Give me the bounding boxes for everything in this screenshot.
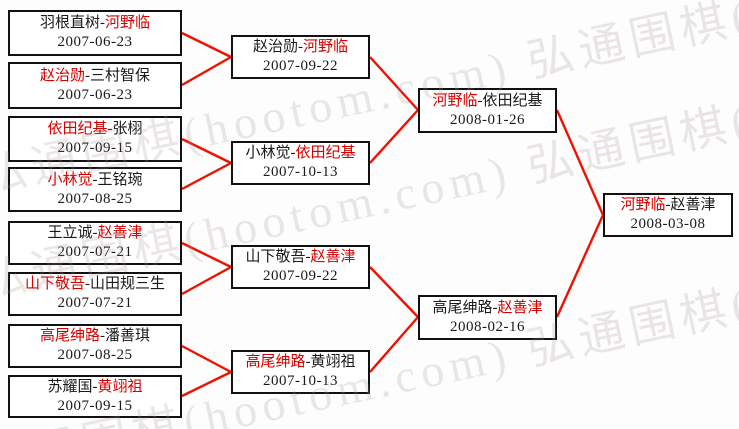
player2-name: 赵善津 [97,225,143,242]
match-box-sf-2: 高尾绅路-赵善津 2008-02-16 [418,295,557,340]
match-date: 2008-01-26 [450,111,525,128]
match-date: 2007-09-15 [57,140,133,156]
player2-name: 黄翊祖 [97,378,143,395]
player2-name: 张栩 [112,121,143,138]
match-date: 2007-09-15 [57,397,133,414]
dash: - [100,15,105,32]
match-players: 高尾绅路-黄翊祖 [245,353,355,372]
player2-name: 潘善琪 [105,328,151,345]
match-box-r1-7: 高尾绅路-潘善琪 2007-08-25 [8,324,182,368]
match-date: 2007-08-25 [57,347,133,363]
player2-name: 山田规三生 [90,276,166,293]
player2-name: 河野临 [303,39,349,56]
match-players: 羽根直树-河野临 [40,14,150,33]
match-date: 2007-08-25 [57,190,133,207]
player1-name: 小林觉 [245,145,291,162]
match-players: 赵治勋-河野临 [253,38,348,57]
dash: - [298,39,303,56]
player2-name: 三村智保 [90,67,151,84]
match-date: 2007-10-13 [263,164,338,180]
match-box-r2-3: 山下敬吾-赵善津 2007-09-22 [231,245,370,289]
match-box-r1-1: 羽根直树-河野临 2007-06-23 [8,10,182,56]
dash: - [92,171,98,188]
match-box-r2-2: 小林觉-依田纪基 2007-10-13 [231,141,370,185]
dash: - [100,328,105,345]
dash: - [305,354,311,371]
player1-name: 赵治勋 [252,39,298,56]
match-players: 苏耀国-黄翊祖 [47,378,142,397]
match-players: 高尾绅路-赵善津 [432,299,542,318]
match-box-r1-2: 赵治勋-三村智保 2007-06-23 [8,62,182,109]
match-players: 河野临-赵善津 [620,196,715,215]
dash: - [92,378,98,395]
match-box-r2-1: 赵治勋-河野临 2007-09-22 [231,35,370,79]
player2-name: 黄翊祖 [310,354,356,371]
dash: - [665,197,671,214]
player1-name: 羽根直树 [39,15,100,32]
dash: - [492,299,498,316]
match-date: 2008-03-08 [630,216,706,232]
match-players: 高尾绅路-潘善琪 [40,327,150,346]
match-box-sf-1: 河野临-依田纪基 2008-01-26 [418,88,557,133]
match-date: 2008-02-16 [450,318,525,335]
player2-name: 河野临 [105,15,151,32]
player1-name: 高尾绅路 [432,299,493,316]
player1-name: 山下敬吾 [245,249,306,266]
match-date: 2007-06-23 [57,34,133,50]
player1-name: 王立诚 [47,225,93,242]
match-players: 山下敬吾-山田规三生 [25,275,165,294]
match-players: 小林觉-依田纪基 [245,144,355,163]
match-box-r1-3: 依田纪基-张栩 2007-09-15 [8,116,182,162]
dash: - [290,145,296,162]
player1-name: 河野临 [620,197,666,214]
dash: - [477,92,483,109]
match-players: 山下敬吾-赵善津 [245,248,355,267]
player2-name: 赵善津 [497,299,543,316]
match-box-r1-4: 小林觉-王铭琬 2007-08-25 [8,167,182,212]
dash: - [85,67,90,84]
match-date: 2007-06-23 [57,86,133,103]
match-box-r2-4: 高尾绅路-黄翊祖 2007-10-13 [231,350,370,394]
player1-name: 苏耀国 [47,378,93,395]
dash: - [85,276,90,293]
dash: - [107,121,113,138]
player2-name: 赵善津 [670,197,716,214]
player2-name: 依田纪基 [482,92,543,109]
match-players: 赵治勋-三村智保 [40,67,150,86]
dash: - [305,249,311,266]
match-date: 2007-07-21 [57,244,133,260]
player2-name: 依田纪基 [295,145,356,162]
match-players: 小林觉-王铭琬 [47,171,142,190]
match-box-r1-5: 王立诚-赵善津 2007-07-21 [8,221,182,265]
player1-name: 依田纪基 [47,121,108,138]
match-date: 2007-09-22 [263,58,338,74]
player1-name: 高尾绅路 [245,354,306,371]
player1-name: 高尾绅路 [39,328,100,345]
match-players: 王立诚-赵善津 [47,224,142,243]
player2-name: 王铭琬 [97,171,143,188]
match-date: 2007-07-21 [57,295,133,311]
player1-name: 河野临 [432,92,478,109]
dash: - [92,225,98,242]
player2-name: 赵善津 [310,249,356,266]
player1-name: 赵治勋 [39,67,85,84]
match-date: 2007-10-13 [263,373,338,389]
match-players: 河野临-依田纪基 [432,92,542,111]
match-players: 依田纪基-张栩 [47,120,142,139]
player1-name: 山下敬吾 [24,276,85,293]
match-box-final: 河野临-赵善津 2008-03-08 [603,193,733,237]
match-box-r1-6: 山下敬吾-山田规三生 2007-07-21 [8,272,182,316]
player1-name: 小林觉 [47,171,93,188]
match-date: 2007-09-22 [263,268,338,284]
match-box-r1-8: 苏耀国-黄翊祖 2007-09-15 [8,375,182,418]
